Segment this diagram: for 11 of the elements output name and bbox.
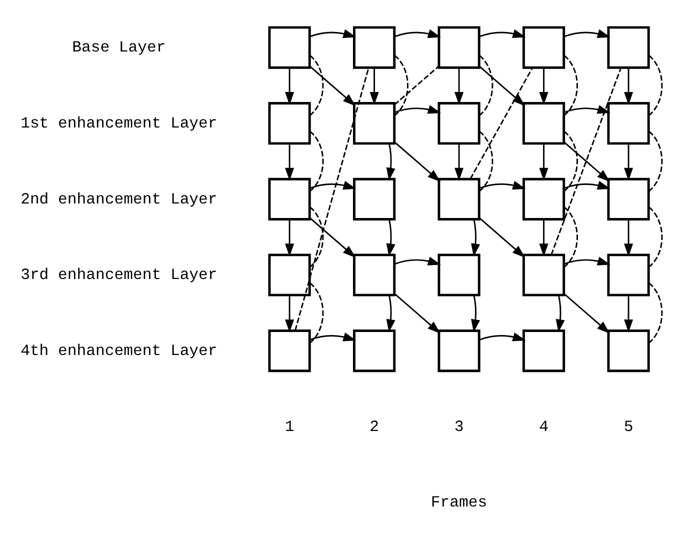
label: 4th enhancement Layer [20,342,218,360]
label: 3 [454,418,464,436]
label: Base Layer [72,38,166,57]
label: 1st enhancement Layer [20,114,218,132]
label: 2 [370,418,379,436]
label: Frames [430,494,488,512]
label: 5 [624,418,634,436]
label: 4 [539,418,548,436]
label: 1 [284,418,294,436]
label: 2nd enhancement Layer [20,190,218,208]
label: 3rd enhancement Layer [20,266,218,284]
